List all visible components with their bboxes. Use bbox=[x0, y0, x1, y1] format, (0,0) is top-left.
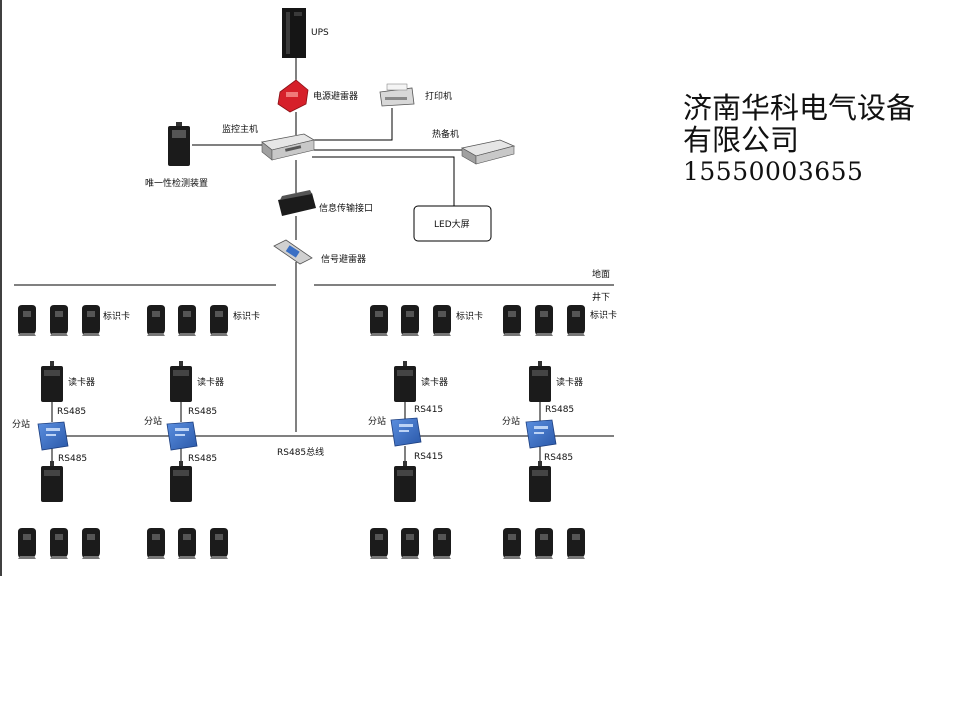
led-screen-box bbox=[413, 205, 492, 242]
card-reader-label: 读卡器 bbox=[421, 376, 448, 388]
tag-card-icon bbox=[503, 528, 521, 559]
company-info: 济南华科电气设备 有限公司 15550003655 bbox=[683, 92, 915, 188]
company-phone: 15550003655 bbox=[683, 157, 864, 186]
power-arrester-label: 电源避雷器 bbox=[313, 90, 358, 102]
ups-label: UPS bbox=[311, 28, 329, 38]
ground-label: 地面 bbox=[592, 268, 610, 280]
tag-card-icon bbox=[401, 528, 419, 559]
substation-label: 分站 bbox=[144, 415, 162, 427]
tag-card-icon bbox=[178, 528, 196, 559]
tag-card-icon bbox=[82, 305, 100, 336]
rs485-label: RS485 bbox=[188, 454, 217, 464]
signal-arrester-icon bbox=[273, 239, 313, 265]
tag-card-icon bbox=[567, 528, 585, 559]
monitor-host-icon bbox=[261, 133, 316, 161]
monitor-host-label: 监控主机 bbox=[222, 123, 258, 135]
rs485-label: RS485 bbox=[544, 453, 573, 463]
tag-card-icon bbox=[433, 528, 451, 559]
tag-card-icon bbox=[535, 528, 553, 559]
tag-card-icon bbox=[503, 305, 521, 336]
rs485-label: RS485 bbox=[58, 454, 87, 464]
card-reader-label: 读卡器 bbox=[556, 376, 583, 388]
signal-arrester-label: 信号避雷器 bbox=[321, 253, 366, 265]
rs485-label: RS485 bbox=[545, 405, 574, 415]
printer-icon bbox=[379, 83, 415, 107]
tag-card-icon bbox=[370, 528, 388, 559]
connection-lines bbox=[14, 58, 614, 466]
substation-label: 分站 bbox=[502, 415, 520, 427]
tag-card-icon bbox=[210, 528, 228, 559]
card-reader-icon bbox=[529, 461, 551, 502]
bus-label: RS485总线 bbox=[277, 446, 324, 458]
card-reader-icon bbox=[394, 461, 416, 502]
card-reader-icon bbox=[529, 361, 551, 402]
tag-card-icon bbox=[18, 305, 36, 336]
rs485-label: RS485 bbox=[188, 407, 217, 417]
tag-card-icon bbox=[210, 305, 228, 336]
substation-icon bbox=[166, 421, 198, 451]
backup-host-label: 热备机 bbox=[432, 128, 459, 140]
rs415-label: RS415 bbox=[414, 452, 443, 462]
substation-icon bbox=[525, 419, 557, 449]
tag-card-icon bbox=[535, 305, 553, 336]
card-reader-label: 读卡器 bbox=[197, 376, 224, 388]
rs485-label: RS485 bbox=[57, 407, 86, 417]
substation-icon bbox=[37, 421, 69, 451]
underground-label: 井下 bbox=[592, 291, 610, 303]
card-reader-icon bbox=[170, 361, 192, 402]
printer-label: 打印机 bbox=[425, 90, 452, 102]
tag-card-icon bbox=[18, 528, 36, 559]
card-reader-icon bbox=[170, 461, 192, 502]
tag-card-icon bbox=[82, 528, 100, 559]
card-reader-icon bbox=[41, 361, 63, 402]
ups-icon bbox=[282, 8, 306, 58]
tag-card-group-bottom bbox=[18, 528, 585, 559]
substation-label: 分站 bbox=[12, 418, 30, 430]
tag-card-icon bbox=[433, 305, 451, 336]
tag-card-label: 标识卡 bbox=[103, 310, 130, 322]
tag-card-icon bbox=[178, 305, 196, 336]
card-reader-icon bbox=[394, 361, 416, 402]
tag-card-icon bbox=[147, 305, 165, 336]
tag-card-icon bbox=[401, 305, 419, 336]
tag-card-icon bbox=[50, 528, 68, 559]
unique-detector-icon bbox=[168, 122, 190, 166]
tag-card-label: 标识卡 bbox=[456, 310, 483, 322]
tag-card-icon bbox=[567, 305, 585, 336]
power-arrester-icon bbox=[277, 79, 309, 113]
company-name-line2: 有限公司 bbox=[683, 123, 800, 157]
tag-card-label-right: 标识卡 bbox=[590, 309, 617, 321]
transmission-interface-icon bbox=[278, 190, 316, 216]
tag-card-icon bbox=[370, 305, 388, 336]
unique-detector-label: 唯一性检测装置 bbox=[145, 177, 208, 189]
led-screen-label: LED大屏 bbox=[434, 218, 470, 230]
substation-label: 分站 bbox=[368, 415, 386, 427]
tag-card-label: 标识卡 bbox=[233, 310, 260, 322]
tag-card-icon bbox=[147, 528, 165, 559]
transmission-interface-label: 信息传输接口 bbox=[319, 202, 373, 214]
backup-host-icon bbox=[460, 139, 516, 165]
rs415-label: RS415 bbox=[414, 405, 443, 415]
substation-icon bbox=[390, 417, 422, 447]
card-reader-icon bbox=[41, 461, 63, 502]
company-name-line1: 济南华科电气设备 bbox=[683, 91, 916, 125]
card-reader-label: 读卡器 bbox=[68, 376, 95, 388]
tag-card-icon bbox=[50, 305, 68, 336]
